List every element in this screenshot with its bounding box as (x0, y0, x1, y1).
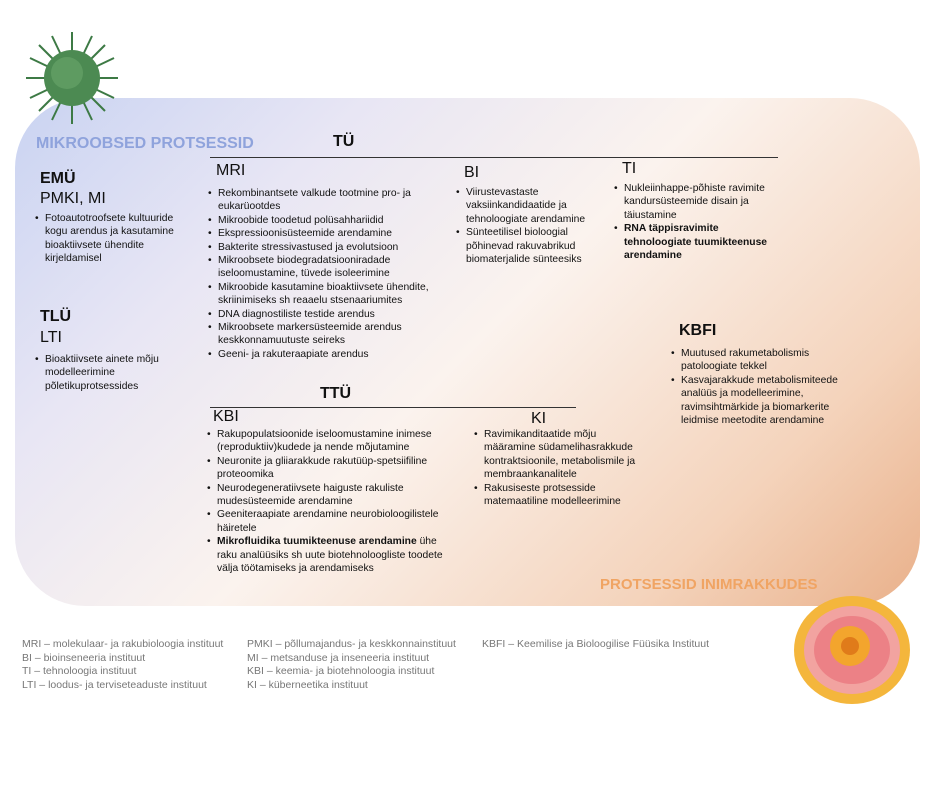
emu-list: Fotoautotroofsete kultuuride kogu arendu… (34, 212, 184, 266)
legend-item: KBFI – Keemilise ja Bioloogilise Füüsika… (482, 638, 710, 650)
list-item: Mikroobsete markersüsteemide arendus kes… (207, 321, 452, 348)
list-item: Mikroobide kasutamine bioaktiivsete ühen… (207, 281, 452, 308)
legend-item: TI – tehnoloogia instituut (22, 665, 137, 677)
legend-item: KBI – keemia- ja biotehnoloogia instituu… (247, 665, 435, 677)
list-item: Nukleiinhappe-põhiste ravimite kandursüs… (613, 182, 773, 222)
ti-title: TI (622, 160, 637, 177)
list-item: RNA täppisravimite tehnoloogiate tuumikt… (613, 222, 773, 262)
kbi-list: Rakupopulatsioonide iseloomustamine inim… (206, 428, 451, 575)
list-item: Sünteetilisel bioloogial põhinevad rakuv… (455, 226, 600, 266)
bi-title: BI (464, 164, 480, 181)
legend-column-1: MRI – molekulaar- ja rakubioloogia insti… (22, 638, 223, 692)
bold-item-text: RNA täppisravimite tehnoloogiate tuumikt… (624, 223, 768, 262)
tlu-institute: LTI (40, 329, 62, 346)
legend-item: BI – bioinseneeria instituut (22, 651, 146, 664)
tlu-list: Bioaktiivsete ainete mõju modelleerimine… (34, 353, 184, 393)
list-item: Rakusiseste protsesside matemaatiline mo… (473, 482, 643, 509)
microbial-processes-label: MIKROOBSED PROTSESSID (36, 135, 254, 152)
ttu-divider (210, 407, 576, 408)
kbfi-title: KBFI (679, 322, 717, 339)
tlu-title: TLÜ (40, 308, 72, 325)
ti-list: Nukleiinhappe-põhiste ravimite kandursüs… (613, 182, 773, 262)
legend-column-3: KBFI – Keemilise ja Bioloogilise Füüsika… (482, 638, 709, 652)
list-item: Fotoautotroofsete kultuuride kogu arendu… (34, 212, 184, 266)
tu-divider (210, 157, 778, 158)
list-item: Geeni- ja rakuteraapiate arendus (207, 348, 452, 362)
legend-item: MRI – molekulaar- ja rakubioloogia insti… (22, 638, 224, 650)
legend-item: KI – küberneetika instituut (247, 678, 368, 691)
list-item: Neurodegeneratiivsete haiguste rakuliste… (206, 482, 451, 509)
human-cell-icon (794, 596, 910, 704)
kbi-title: KBI (213, 408, 239, 425)
list-item: Mikrofluidika tuumikteenuse arendamine ü… (206, 535, 451, 575)
list-item: Muutused rakumetabolismis patoloogiate t… (670, 347, 855, 374)
legend-item: PMKI – põllumajandus- ja keskkonnainstit… (247, 638, 456, 650)
list-item: Bakterite stressivastused ja evolutsioon (207, 241, 452, 255)
list-item: Viirustevastaste vaksiinkandidaatide ja … (455, 186, 600, 226)
list-item: Mikroobsete biodegradatsiooniradade isel… (207, 254, 452, 281)
tu-title: TÜ (333, 133, 355, 150)
list-item: DNA diagnostiliste testide arendus (207, 308, 452, 322)
list-item: Rekombinantsete valkude tootmine pro- ja… (207, 187, 452, 214)
emu-institutes: PMKI, MI (40, 190, 106, 207)
mri-list: Rekombinantsete valkude tootmine pro- ja… (207, 187, 452, 362)
item-text: ühe raku analüüsiks sh uute biotehnoloog… (217, 536, 443, 575)
ttu-title: TTÜ (320, 385, 352, 402)
ki-list: Ravimikanditaatide mõju määramine südame… (473, 428, 643, 508)
list-item: Geeniteraapiate arendamine neurobioloogi… (206, 508, 451, 535)
kbfi-list: Muutused rakumetabolismis patoloogiate t… (670, 347, 855, 427)
virus-icon (26, 32, 118, 124)
list-item: Mikroobide toodetud polüsahhariidid (207, 214, 452, 228)
bi-list: Viirustevastaste vaksiinkandidaatide ja … (455, 186, 600, 266)
list-item: Bioaktiivsete ainete mõju modelleerimine… (34, 353, 184, 393)
list-item: Neuronite ja gliiarakkude rakutüüp-spets… (206, 455, 451, 482)
list-item: Ravimikanditaatide mõju määramine südame… (473, 428, 643, 482)
list-item: Kasvajarakkude metabolismiteede analüüs … (670, 374, 855, 428)
legend-column-2: PMKI – põllumajandus- ja keskkonnainstit… (247, 638, 456, 692)
emu-title: EMÜ (40, 170, 76, 187)
ki-title: KI (531, 410, 547, 427)
human-cell-processes-label: PROTSESSID INIMRAKKUDES (600, 576, 818, 593)
list-item: Ekspressioonisüsteemide arendamine (207, 227, 452, 241)
bold-item-text: Mikrofluidika tuumikteenuse arendamine (217, 536, 417, 548)
mri-title: MRI (216, 162, 246, 179)
list-item: Rakupopulatsioonide iseloomustamine inim… (206, 428, 451, 455)
legend-item: LTI – loodus- ja terviseteaduste institu… (22, 678, 207, 691)
legend-item: MI – metsanduse ja inseneeria instituut (247, 651, 430, 664)
